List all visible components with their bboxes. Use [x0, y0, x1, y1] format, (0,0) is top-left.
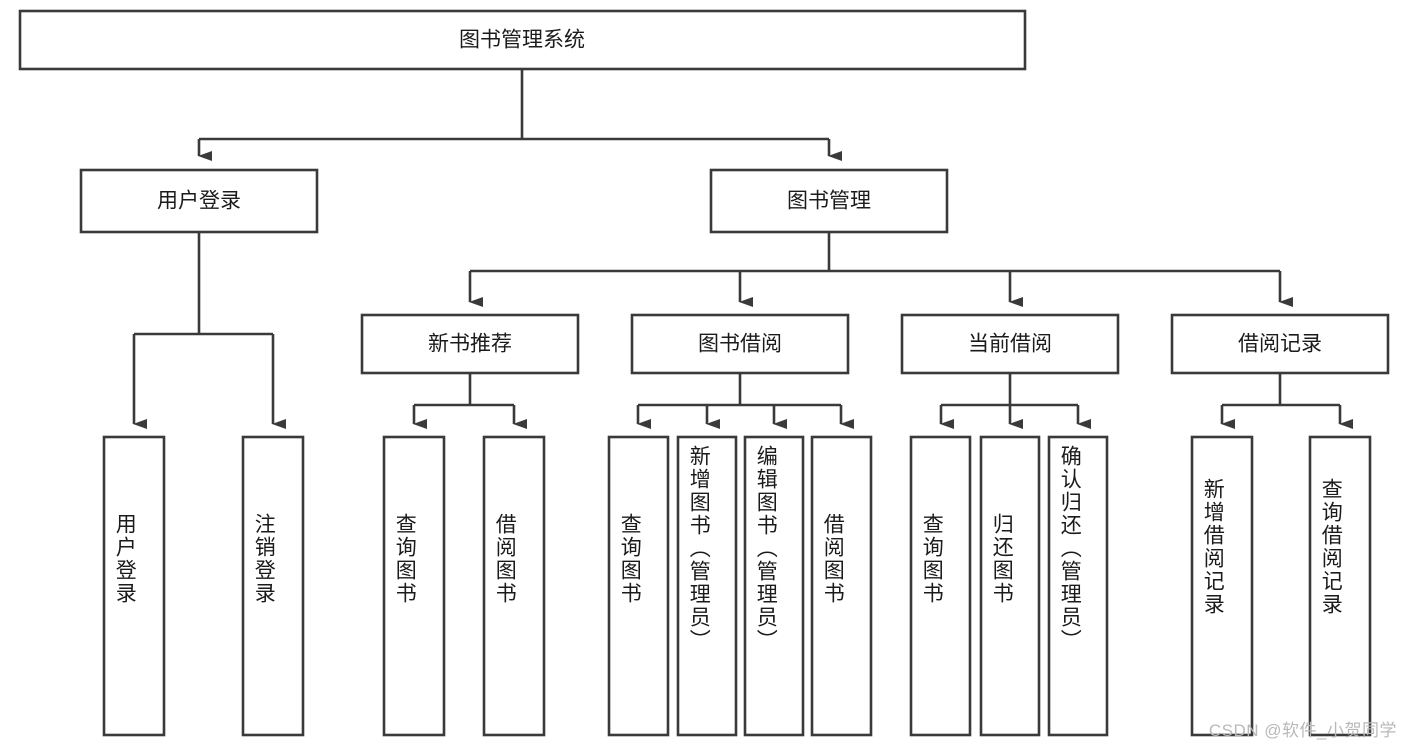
leaf-box-borrow-book-2[interactable] — [810, 435, 873, 737]
leaf-box-user-logout[interactable] — [241, 435, 305, 737]
leaf-box-add-record[interactable] — [1190, 435, 1254, 737]
node-current-borrow-box — [900, 313, 1120, 375]
leaf-box-add-book[interactable] — [676, 435, 738, 737]
node-new-book-recommend-label: 新书推荐 — [428, 333, 512, 356]
leaf-box-query-book-3[interactable] — [909, 435, 972, 737]
node-borrow-record[interactable]: 借阅记录 — [1170, 313, 1390, 375]
node-borrow-record-box — [1170, 313, 1390, 375]
node-current-borrow-label: 当前借阅 — [968, 333, 1052, 356]
node-new-book-recommend-box — [360, 313, 580, 375]
leaf-box-confirm-return[interactable] — [1047, 435, 1109, 737]
leaf-box-return-book[interactable] — [979, 435, 1041, 737]
node-root[interactable]: 图书管理系统 — [18, 9, 1027, 71]
node-root-label: 图书管理系统 — [459, 29, 585, 52]
leaf-box-query-book-2[interactable] — [607, 435, 670, 737]
node-book-management-label: 图书管理 — [787, 190, 871, 213]
node-book-borrow-label: 图书借阅 — [698, 333, 782, 356]
node-user-login-label: 用户登录 — [157, 190, 241, 213]
node-book-management-box — [709, 168, 949, 234]
leaf-box-edit-book[interactable] — [743, 435, 805, 737]
node-book-borrow-box — [630, 313, 850, 375]
node-new-book-recommend[interactable]: 新书推荐 — [360, 313, 580, 375]
node-book-borrow[interactable]: 图书借阅 — [630, 313, 850, 375]
node-borrow-record-label: 借阅记录 — [1238, 333, 1322, 356]
leaf-box-user-login[interactable] — [102, 435, 166, 737]
node-book-management[interactable]: 图书管理 — [709, 168, 949, 234]
leaf-box-borrow-book-1[interactable] — [482, 435, 546, 737]
leaf-box-query-record[interactable] — [1308, 435, 1372, 737]
node-root-box — [18, 9, 1027, 71]
leaf-box-query-book-1[interactable] — [382, 435, 446, 737]
csdn-watermark: CSDN @软件_小贺同学 — [1208, 721, 1397, 740]
node-user-login[interactable]: 用户登录 — [79, 168, 319, 234]
node-current-borrow[interactable]: 当前借阅 — [900, 313, 1120, 375]
